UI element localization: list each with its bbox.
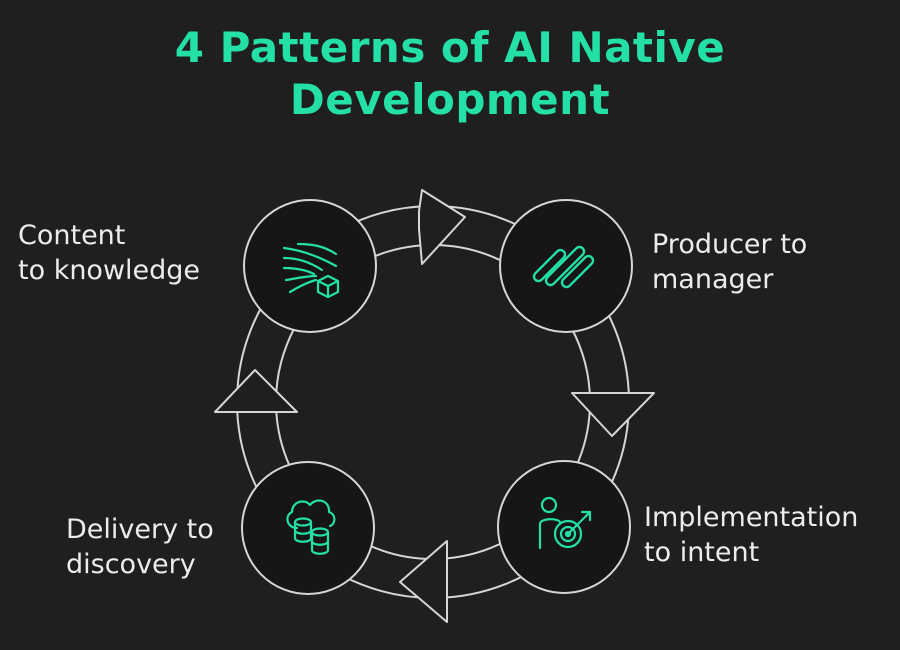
person-target-icon [538, 496, 592, 550]
node-delivery-to-discovery [241, 461, 375, 595]
cycle-arrow-top [418, 189, 466, 265]
node-implementation-to-intent [497, 460, 631, 594]
node-content-to-knowledge [243, 199, 377, 333]
page-title: 4 Patterns of AI Native Development [0, 22, 900, 126]
title-line-1: 4 Patterns of AI Native [174, 23, 726, 72]
node-producer-to-manager [499, 199, 633, 333]
knowledge-cube-icon [282, 242, 340, 299]
cycle-arrow-bottom [399, 540, 448, 623]
label-implementation-to-intent: Implementation to intent [644, 502, 859, 568]
title-line-2: Development [289, 75, 611, 124]
label-producer-to-manager: Producer to manager [652, 229, 808, 295]
cycle-arrow-left [214, 369, 298, 413]
label-content-to-knowledge: Content to knowledge [18, 220, 201, 286]
label-delivery-to-discovery: Delivery to discovery [66, 514, 214, 580]
cycle-arrow-right [571, 392, 655, 437]
cloud-database-icon [286, 499, 336, 555]
